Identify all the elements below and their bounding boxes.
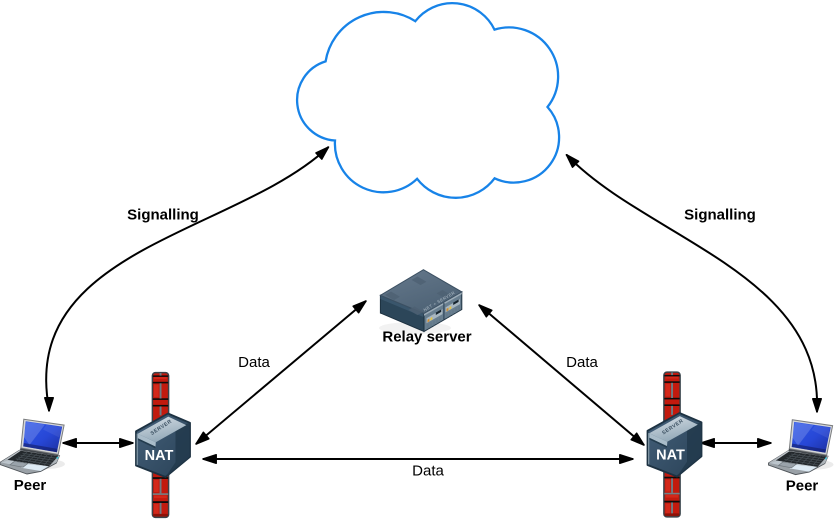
svg-text:Peer: Peer [14,477,47,494]
svg-text:Relay server: Relay server [382,329,471,346]
svg-text:Peer: Peer [786,478,819,495]
svg-text:Data: Data [566,354,598,371]
svg-text:Data: Data [412,463,444,480]
svg-text:Signalling: Signalling [684,207,756,224]
svg-text:Signalling: Signalling [127,207,199,224]
svg-text:Data: Data [238,354,270,371]
